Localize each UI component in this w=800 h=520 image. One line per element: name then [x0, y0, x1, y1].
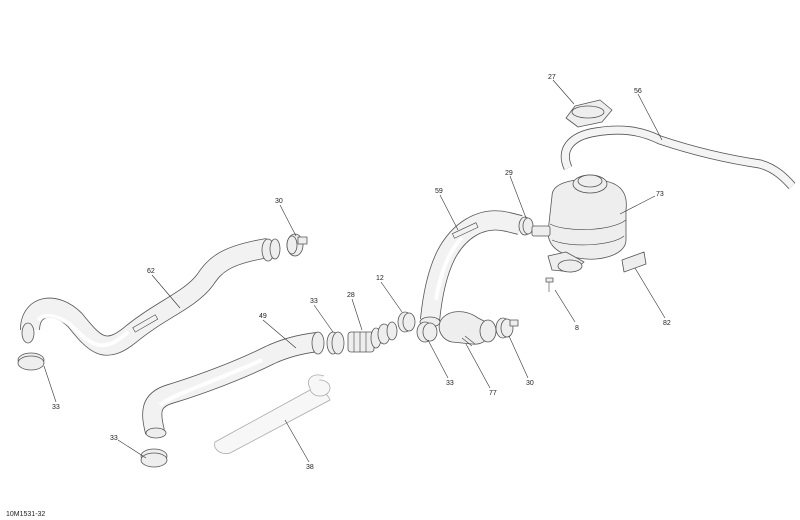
pad-82 [621, 251, 647, 273]
callout-77: 77 [489, 390, 497, 397]
callout-29: 29 [505, 170, 513, 177]
callout-38: 38 [306, 464, 314, 471]
callout-33-left: 33 [52, 404, 60, 411]
connector-28 [347, 321, 398, 353]
callout-56: 56 [634, 88, 642, 95]
callout-27: 27 [548, 74, 556, 81]
callout-labels: 27 56 29 73 59 30 62 12 33 28 49 8 82 33… [52, 74, 671, 471]
callout-8: 8 [575, 325, 579, 332]
callout-30-lower: 30 [526, 380, 534, 387]
drawing-reference-code: 10M1531-32 [6, 511, 45, 518]
clamp-12 [397, 311, 416, 333]
callout-82: 82 [663, 320, 671, 327]
fitting-77 [438, 311, 497, 347]
callout-33-bottom: 33 [110, 435, 118, 442]
hose-62 [20, 238, 281, 356]
callout-33-upper: 33 [310, 298, 318, 305]
callout-28: 28 [347, 292, 355, 299]
screw-8 [545, 277, 554, 292]
clamp-29 [518, 216, 534, 236]
leader-lines [43, 79, 666, 463]
overflow-tube-56 [560, 125, 796, 189]
reservoir-cap-27 [565, 99, 613, 128]
callout-12: 12 [376, 275, 384, 282]
tank-bracket [557, 259, 583, 273]
hose-49 [142, 331, 325, 439]
sleeve-38 [214, 374, 331, 455]
callout-30-upper: 30 [275, 198, 283, 205]
clamp-30-upper [286, 233, 308, 257]
callout-59: 59 [435, 188, 443, 195]
clamp-33-bottom [140, 448, 168, 468]
clamp-30-lower [495, 317, 519, 339]
expansion-reservoir-73 [531, 174, 627, 273]
clamp-33-left [17, 352, 45, 371]
callout-33-mid: 33 [446, 380, 454, 387]
callout-73: 73 [656, 191, 664, 198]
callout-49: 49 [259, 313, 267, 320]
hose-59 [419, 210, 523, 328]
clamp-33-middle [326, 331, 345, 355]
callout-62: 62 [147, 268, 155, 275]
clamp-33-right [416, 321, 438, 343]
